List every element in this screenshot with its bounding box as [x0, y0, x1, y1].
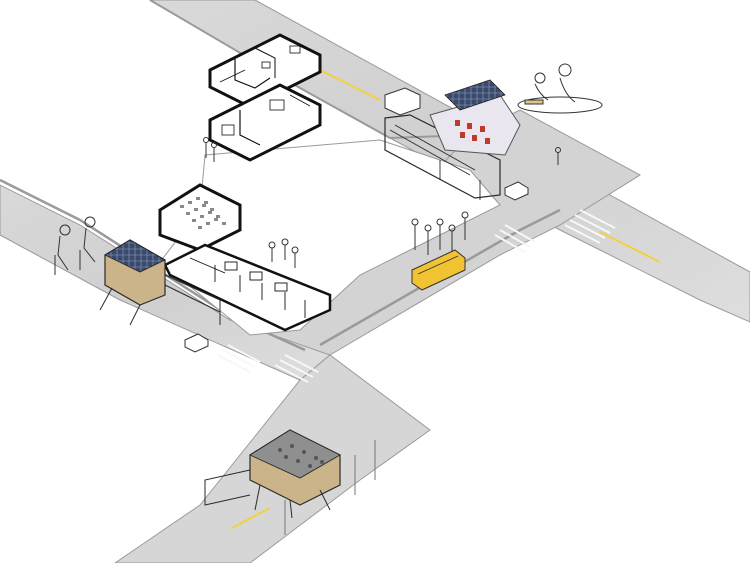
classroom-block-icon [158, 183, 242, 252]
pod-northeast-icon [384, 79, 521, 200]
lane-marking-south [231, 507, 271, 529]
sidewalk-edge-2 [319, 208, 561, 347]
delivery-van-icon [384, 87, 421, 116]
sidewalk-edge-3 [149, 0, 471, 140]
lane-marking-east [599, 231, 661, 263]
crosswalk-northeast [564, 209, 616, 244]
pod-south-icon [204, 429, 341, 519]
car-west-icon [184, 333, 209, 353]
car-east-icon [504, 181, 529, 201]
crosswalk-south [274, 354, 319, 383]
apartment-unit-lower-icon [208, 83, 322, 162]
seated-students-icon [54, 216, 96, 275]
street-lights [284, 440, 376, 535]
pedestrian-north-icon [203, 137, 561, 165]
crosswalk-southwest [217, 344, 261, 373]
school-bus-icon [411, 249, 466, 291]
children-group-icon [268, 238, 299, 268]
crosswalk-center [494, 224, 536, 253]
pod-west-icon [99, 239, 221, 326]
seated-family-icon [517, 63, 603, 114]
apartment-unit-upper-icon [208, 33, 322, 109]
school-wing-icon [163, 243, 332, 332]
pedestrian-group-icon [411, 211, 469, 255]
